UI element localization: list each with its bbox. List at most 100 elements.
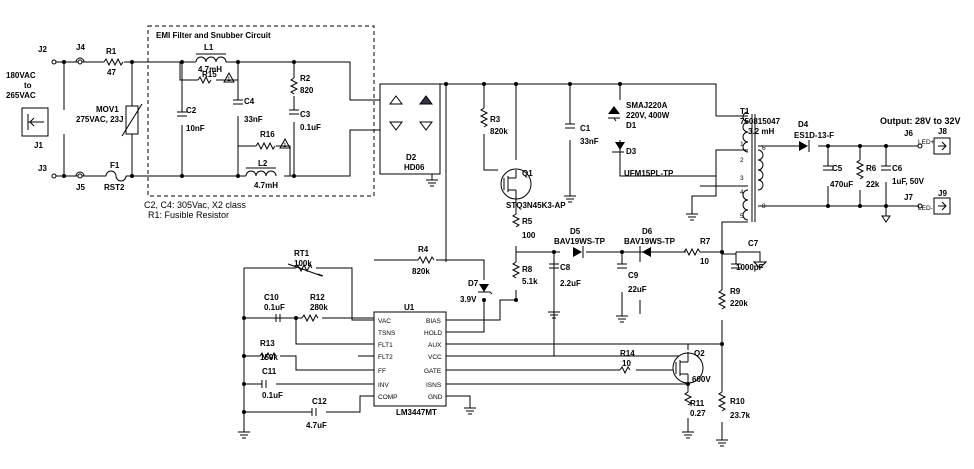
pin-ff: FF — [378, 368, 386, 375]
label-c4: C4 — [244, 97, 255, 106]
label-l1v: 4.7mH — [198, 65, 222, 74]
label-c12: C12 — [312, 397, 327, 406]
label-c5v: 470uF — [830, 180, 853, 189]
pin-bias: BIAS — [426, 318, 441, 325]
label-vin-2: to — [24, 81, 32, 90]
label-c6: C6 — [892, 164, 903, 173]
label-c10: C10 — [264, 293, 279, 302]
label-r4: R4 — [418, 245, 429, 254]
labels: J2 J3 J1 J4 J5 180VAC to 265VAC R1 47 F1… — [6, 31, 961, 430]
pin-tsns: TSNS — [378, 330, 396, 337]
mov-symbol — [121, 103, 143, 137]
label-q1: Q1 — [522, 169, 533, 178]
label-tpin-1: 1 — [740, 141, 744, 148]
label-mov: MOV1 — [96, 105, 119, 114]
label-c7: C7 — [748, 239, 759, 248]
label-c8: C8 — [560, 263, 571, 272]
label-ledp: LED+ — [918, 139, 935, 146]
label-d2v: HD06 — [404, 163, 425, 172]
label-c9: C9 — [628, 271, 639, 280]
label-d5: D5 — [570, 227, 581, 236]
label-d5v: BAV19WS-TP — [554, 237, 606, 246]
pin-flt1: FLT1 — [378, 342, 393, 349]
label-t1v: 750815047 — [740, 117, 781, 126]
label-tpin-6: 6 — [762, 145, 766, 152]
label-r1: R1 — [106, 47, 117, 56]
label-tpin-4: 4 — [740, 189, 744, 196]
label-r14v: 10 — [622, 359, 631, 368]
label-d3v: UFM15PL-TP — [624, 169, 674, 178]
pin-vcc: VCC — [428, 354, 442, 361]
fuses — [75, 57, 127, 182]
label-d1: SMAJ220A — [626, 101, 668, 110]
label-c7v: 1000pF — [736, 263, 764, 272]
label-output: Output: 28V to 32V — [880, 116, 961, 126]
label-l2: L2 — [258, 159, 268, 168]
input-connector-j1 — [21, 59, 57, 179]
label-r1v: 47 — [107, 68, 116, 77]
wires — [54, 61, 920, 440]
label-tpin-8: 8 — [762, 203, 766, 210]
emi-filter-box — [147, 25, 375, 197]
label-r4v: 820k — [412, 267, 430, 276]
label-c8v: 2.2uF — [560, 279, 581, 288]
label-q2: Q2 — [694, 349, 705, 358]
label-d1v: 220V, 400W — [626, 111, 670, 120]
label-r5v: 100 — [522, 231, 536, 240]
label-q1v: STQ3N45K3-AP — [506, 201, 566, 210]
label-r12v: 280k — [310, 303, 328, 312]
label-ledn: LED- — [918, 205, 933, 212]
label-r8v: 5.1k — [522, 277, 538, 286]
label-f1: F1 — [110, 161, 120, 170]
label-t1: T1 — [740, 107, 750, 116]
label-d4v: ES1D-13-F — [794, 131, 834, 140]
label-c12v: 4.7uF — [306, 421, 327, 430]
label-u1v: LM3447MT — [396, 408, 437, 417]
label-j7: J7 — [904, 193, 913, 202]
label-j3: J3 — [38, 164, 47, 173]
label-r2v: 820 — [300, 86, 314, 95]
output-connectors — [917, 137, 951, 215]
label-r3: R3 — [490, 115, 501, 124]
label-r2: R2 — [300, 74, 311, 83]
label-r3v: 820k — [490, 127, 508, 136]
label-c11: C11 — [262, 367, 277, 376]
pin-aux: AUX — [428, 342, 442, 349]
warning-triangles: 1 1 — [223, 71, 291, 149]
label-emi-title: EMI Filter and Snubber Circuit — [156, 31, 271, 40]
label-d7: D7 — [468, 279, 479, 288]
label-note2: R1: Fusible Resistor — [148, 210, 229, 220]
label-d6v: BAV19WS-TP — [624, 237, 676, 246]
label-tpin-5: 5 — [740, 213, 744, 220]
transformer-t1 — [736, 111, 766, 223]
label-t1v2: 3.2 mH — [748, 127, 774, 136]
label-tpin-2: 2 — [740, 157, 744, 164]
label-c5: C5 — [832, 164, 843, 173]
label-c2: C2 — [186, 106, 197, 115]
tri-label-2: 1 — [283, 142, 287, 149]
label-l2v: 4.7mH — [254, 181, 278, 190]
junction-dots — [62, 60, 888, 414]
label-q2v: 600V — [692, 375, 711, 384]
label-j1: J1 — [34, 141, 43, 150]
label-c3v: 0.1uF — [300, 123, 321, 132]
label-d7v: 3.9V — [460, 295, 477, 304]
label-rt1: RT1 — [294, 249, 310, 258]
label-movv: 275VAC, 23J — [76, 115, 123, 124]
grounds — [238, 179, 891, 447]
bridge-diodes — [389, 95, 433, 131]
label-c11v: 0.1uF — [262, 391, 283, 400]
label-r7: R7 — [700, 237, 711, 246]
label-r9: R9 — [730, 287, 741, 296]
label-r11: R11 — [690, 399, 705, 408]
label-d3: D3 — [626, 147, 637, 156]
label-r7v: 10 — [700, 257, 709, 266]
pin-comp: COMP — [378, 394, 398, 401]
label-c4v: 33nF — [244, 115, 263, 124]
pin-inv: INV — [378, 382, 390, 389]
pin-flt2: FLT2 — [378, 354, 393, 361]
label-d4: D4 — [798, 120, 809, 129]
label-r9v: 220k — [730, 299, 748, 308]
label-c10v: 0.1uF — [264, 303, 285, 312]
label-vin-1: 180VAC — [6, 71, 36, 80]
